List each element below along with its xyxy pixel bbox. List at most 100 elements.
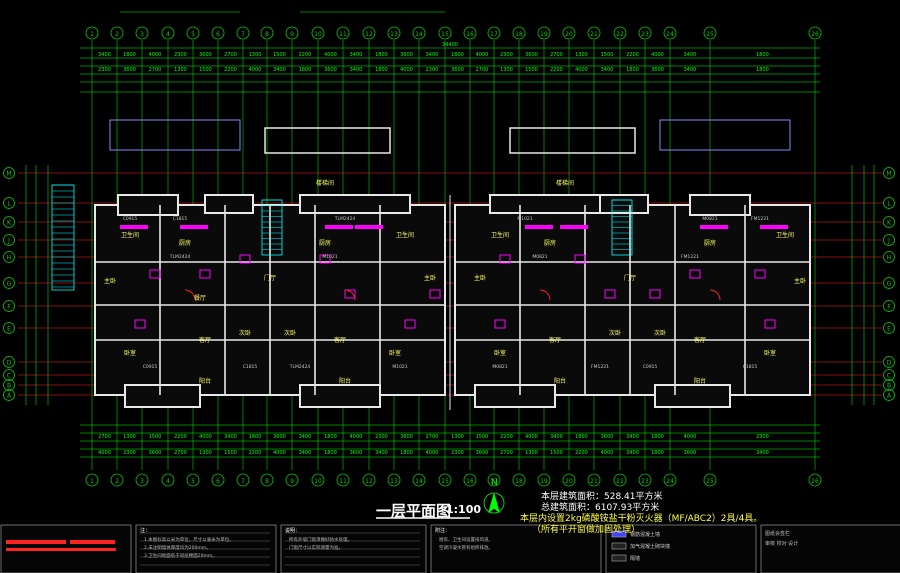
axis-label-bottom: 11 [339,478,347,485]
dim-number: 2200 [174,434,187,440]
dim-number: 1500 [601,52,614,58]
axis-label-top: 21 [590,31,598,38]
axis-label-bottom: 10 [314,478,322,485]
fixture-symbol [239,254,251,264]
dim-number: 2300 [500,52,513,58]
dim-number: 2300 [451,450,464,456]
axis-bubble-right [883,277,895,289]
axis-bubble-bottom [285,473,299,487]
note-highlight-bar [70,540,115,544]
dim-number: 3400 [684,67,697,73]
window-strip [760,225,788,229]
room-label: 卧室 [124,349,136,357]
axis-bubble-top [562,26,576,40]
dim-number: 2700 [426,434,439,440]
axis-bubble-top [438,26,452,40]
axis-bubble-top [638,26,652,40]
axis-bubble-top [808,26,822,40]
dim-number: 1500 [525,67,538,73]
axis-label-bottom: 4 [166,478,170,485]
dim-number: 1800 [400,450,413,456]
notes-heading: 附注： [435,527,450,534]
axis-label-top: 22 [616,31,624,38]
notes-line: 空调冷凝水管有组织排放。 [439,544,493,551]
dim-number: 3400 [350,67,363,73]
axis-bubble-bottom [135,473,149,487]
dim-number: 1800 [249,434,262,440]
legend-label: 隔墙 [630,555,640,562]
axis-bubble-left [3,167,15,179]
dim-number: 3600 [601,434,614,440]
legend-label: 加气混凝土砌块墙 [630,543,670,550]
axis-label-left: L [7,201,11,208]
dim-number: 2700 [550,52,563,58]
dim-number: 4000 [149,52,162,58]
axis-bubble-bottom [236,473,250,487]
axis-bubble-top [362,26,376,40]
notes-line: 1.本图标高以米为单位，尺寸以毫米为单位。 [144,536,234,543]
axis-label-right: G [887,281,892,288]
axis-bubble-bottom [186,473,200,487]
fixture-symbol [404,319,416,329]
room-label: 主卧 [794,277,806,285]
dim-number: 3600 [525,52,538,58]
dim-number: 4000 [601,450,614,456]
wall-bay-bottom [474,384,556,408]
axis-label-left: D [7,360,12,367]
entry-canopy-right [509,127,636,154]
dim-number: 1300 [199,450,212,456]
dim-number: 2300 [123,450,136,456]
axis-label-bottom: 17 [490,478,498,485]
axis-label-left: E [7,326,11,333]
window-tag: M1021 [392,364,407,370]
dim-number: 4000 [476,52,489,58]
axis-bubble-left [3,322,15,334]
axis-label-top: 11 [339,31,347,38]
axis-bubble-bottom [487,473,501,487]
axis-bubble-top [512,26,526,40]
window-tag: FM1221 [681,254,699,260]
axis-label-right: E [887,326,891,333]
axis-label-bottom: 21 [590,478,598,485]
dim-number: 3400 [550,434,563,440]
dim-number: 1500 [199,67,212,73]
window-tag: C0915 [123,216,138,222]
dim-number: 2200 [575,450,588,456]
axis-bubble-bottom [85,473,99,487]
dim-number: 1800 [299,67,312,73]
dim-number: 3400 [601,67,614,73]
dim-number: 1800 [651,450,664,456]
axis-label-bottom: 20 [565,478,573,485]
axis-label-top: 1 [90,31,94,38]
axis-bubble-top [487,26,501,40]
notes-line: 2.未注明墙体厚度均为200mm。 [144,544,211,551]
axis-bubble-top [463,26,477,40]
axis-label-right: D [887,360,892,367]
room-label: 阳台 [339,377,351,385]
axis-label-top: 7 [241,31,245,38]
dim-number: 1500 [273,52,286,58]
axis-label-top: 17 [490,31,498,38]
axis-label-bottom: 25 [706,478,714,485]
dim-number: 2200 [550,67,563,73]
room-label: 餐厅 [194,294,206,302]
dim-number: 3600 [273,434,286,440]
wall-bay-bottom [654,384,731,408]
dim-number: 2700 [174,450,187,456]
dim-number: 2700 [224,52,237,58]
axis-label-bottom: 3 [140,478,144,485]
north-label: N [491,478,498,488]
window-tag: M1021 [322,254,337,260]
dim-number: 4000 [426,450,439,456]
room-label: 客厅 [199,336,211,344]
dim-number: 4000 [324,52,337,58]
wall-outline-right [454,204,811,396]
dim-number: 1800 [651,434,664,440]
fixture-symbol [649,289,661,299]
room-label: 客厅 [549,336,561,344]
room-label: 厨房 [179,239,191,247]
window-strip [525,225,553,229]
axis-bubble-right [883,300,895,312]
dim-number: 1800 [123,52,136,58]
